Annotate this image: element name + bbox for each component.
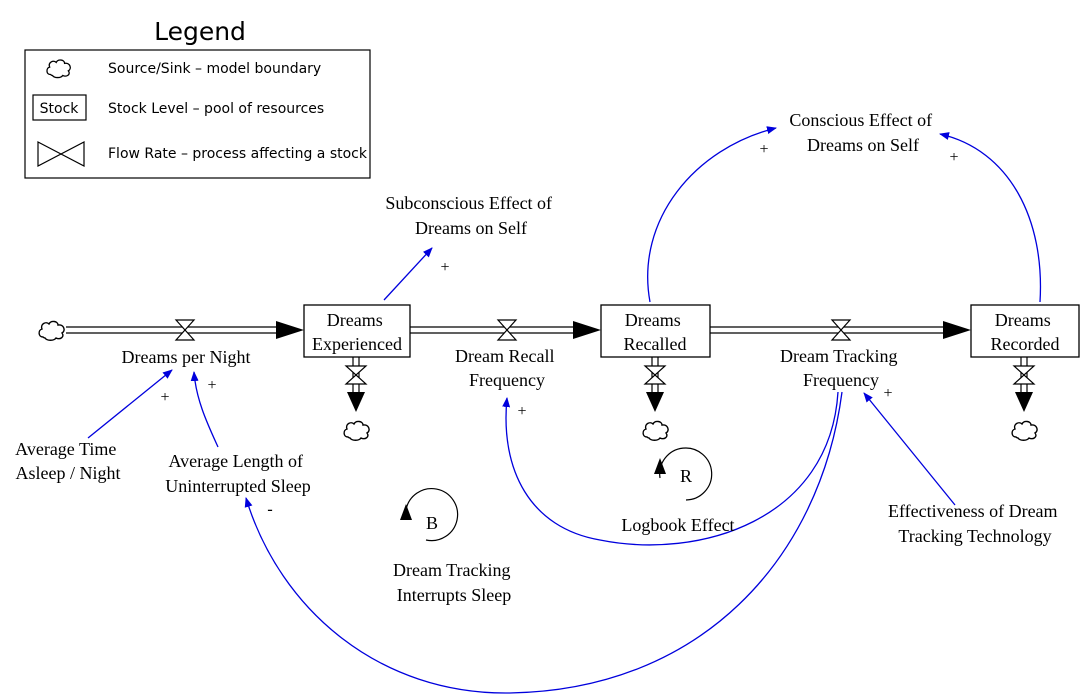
valve-dreams-per-night <box>174 319 196 341</box>
outflow-arrowhead <box>646 392 664 412</box>
link-tracking-to-sleep-length <box>244 391 843 694</box>
causal-links <box>87 126 1042 694</box>
stock-label: Dreams Experienced <box>312 310 402 354</box>
legend-title: Legend <box>154 17 246 46</box>
source-cloud-icon <box>38 320 65 342</box>
variable-average-time-asleep: Average Time Asleep / Night <box>15 439 121 483</box>
loop-arrowhead <box>654 458 666 474</box>
polarity-plus: + <box>883 385 892 402</box>
loop-label-dream-tracking-interrupts-sleep: Dream Tracking Interrupts Sleep <box>393 560 515 605</box>
polarity-signs: + + + + + + + - <box>160 141 958 519</box>
variable-conscious-effect: Conscious Effect of Dreams on Self <box>789 110 936 155</box>
polarity-plus: + <box>160 389 169 406</box>
stock-dreams-experienced: Dreams Experienced <box>303 304 411 358</box>
link-recalled-to-conscious <box>647 126 777 303</box>
legend-stock-symbol-text: Stock <box>40 101 80 117</box>
legend-valve-icon <box>37 141 85 167</box>
variable-effectiveness-tracking: Effectiveness of Dream Tracking Technolo… <box>888 501 1062 546</box>
legend-cloud-label: Source/Sink – model boundary <box>108 61 321 77</box>
polarity-minus: - <box>267 500 273 519</box>
stock-label: Dreams Recorded <box>991 310 1060 354</box>
legend: Legend Source/Sink – model boundary Stoc… <box>24 17 371 179</box>
variable-subconscious-effect: Subconscious Effect of Dreams on Self <box>385 193 556 238</box>
flow-label-dream-tracking-frequency: Dream Tracking Frequency <box>780 346 902 390</box>
valve-dream-tracking <box>830 319 852 341</box>
outflow-experienced <box>343 357 370 442</box>
sink-cloud-icon <box>642 420 669 442</box>
outflow-arrowhead <box>1015 392 1033 412</box>
pipe-arrowhead <box>943 321 971 339</box>
flow-label-dreams-per-night: Dreams per Night <box>122 347 251 367</box>
polarity-plus: + <box>949 149 958 166</box>
stock-label: Dreams Recalled <box>624 310 687 354</box>
loop-arc-icon <box>659 447 713 501</box>
loop-arc-icon <box>405 488 459 542</box>
polarity-plus: + <box>759 141 768 158</box>
outflow-recorded <box>1011 357 1038 442</box>
stock-dreams-recorded: Dreams Recorded <box>970 304 1080 358</box>
polarity-plus: + <box>517 403 526 420</box>
outflow-valve <box>1012 365 1036 385</box>
pipe-arrowhead <box>573 321 601 339</box>
pipe-arrowhead <box>276 321 304 339</box>
outflow-recalled <box>642 357 669 442</box>
sink-cloud-icon <box>343 420 370 442</box>
main-pipes <box>66 321 971 339</box>
legend-flow-label: Flow Rate – process affecting a stock <box>108 146 368 162</box>
loop-label-logbook-effect: Logbook Effect <box>621 515 734 535</box>
outflow-valve <box>643 365 667 385</box>
legend-cloud-icon <box>46 59 72 79</box>
outflow-arrowhead <box>347 392 365 412</box>
loop-arrowhead <box>400 504 412 520</box>
loop-symbol-r: R <box>680 466 692 486</box>
legend-stock-icon <box>32 94 87 121</box>
loop-balancing: B Dream Tracking Interrupts Sleep <box>393 488 515 605</box>
link-time-asleep-to-dreams-per-night <box>87 369 173 439</box>
variable-average-length-sleep: Average Length of Uninterrupted Sleep <box>165 451 310 496</box>
stock-dreams-recalled: Dreams Recalled <box>600 304 711 358</box>
polarity-plus: + <box>440 259 449 276</box>
link-experienced-to-subconscious <box>383 247 433 301</box>
link-tracking-to-recall <box>502 391 839 546</box>
flow-label-dream-recall-frequency: Dream Recall Frequency <box>455 346 559 390</box>
polarity-plus: + <box>207 377 216 394</box>
link-recorded-to-conscious <box>939 132 1042 303</box>
valve-dream-recall <box>496 319 518 341</box>
loop-symbol-b: B <box>426 513 438 533</box>
sink-cloud-icon <box>1011 420 1038 442</box>
loop-reinforcing: R Logbook Effect <box>621 447 735 535</box>
legend-stock-label: Stock Level – pool of resources <box>108 101 324 117</box>
link-length-to-dreams-per-night <box>190 371 219 448</box>
outflow-valve <box>344 365 368 385</box>
link-effectiveness-to-tracking <box>863 392 956 506</box>
